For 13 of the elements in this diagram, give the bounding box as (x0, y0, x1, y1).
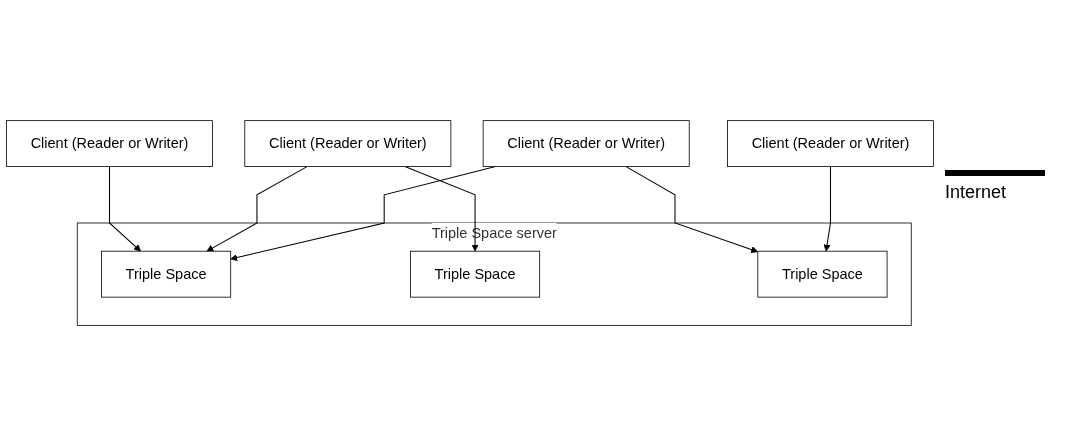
network-label: Internet (945, 182, 1007, 203)
arrow (404, 166, 479, 252)
node-box: Client (Reader or Writer) (727, 120, 934, 167)
node-box: Triple Space (101, 250, 232, 298)
arrow (206, 166, 308, 252)
node-box: Triple Space (757, 250, 888, 298)
arrow (625, 166, 759, 253)
node-box: Client (Reader or Writer) (6, 120, 213, 167)
node-box: Client (Reader or Writer) (244, 120, 452, 167)
arrow (823, 166, 832, 252)
node-box: Client (Reader or Writer) (482, 120, 690, 167)
arrow (108, 166, 141, 252)
node-box: Triple Space (410, 250, 541, 298)
